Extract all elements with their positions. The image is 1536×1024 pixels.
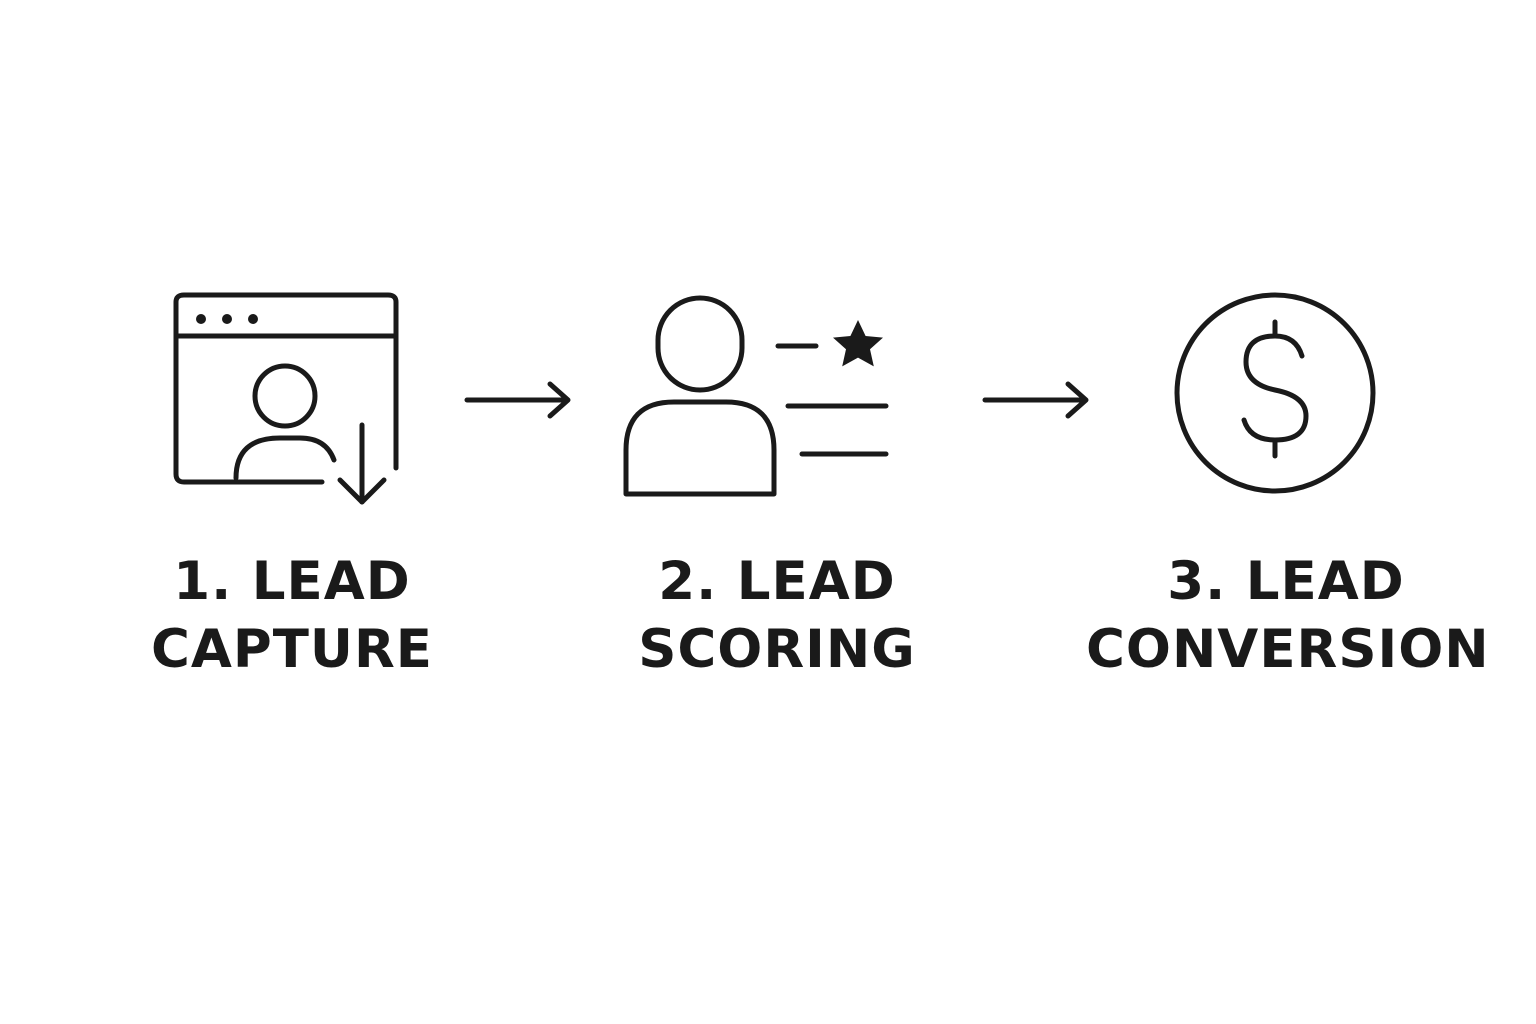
- user-rating-icon: [620, 292, 896, 500]
- dollar-coin-icon: [1170, 288, 1380, 498]
- step-label-lead-conversion: 3. LEAD CONVERSION: [1086, 548, 1490, 684]
- step-label-line2: CAPTURE: [151, 619, 433, 680]
- browser-user-download-icon: [170, 290, 402, 510]
- step-label-lead-scoring: 2. LEAD SCORING: [622, 548, 932, 684]
- arrow-right-icon: [462, 380, 576, 420]
- step-label-line1: 3. LEAD: [1167, 551, 1405, 612]
- step-label-line1: 1. LEAD: [173, 551, 411, 612]
- step-label-lead-capture: 1. LEAD CAPTURE: [142, 548, 442, 684]
- step-label-line1: 2. LEAD: [658, 551, 896, 612]
- step-label-line2: CONVERSION: [1086, 619, 1490, 680]
- arrow-right-icon: [980, 380, 1094, 420]
- step-label-line2: SCORING: [638, 619, 916, 680]
